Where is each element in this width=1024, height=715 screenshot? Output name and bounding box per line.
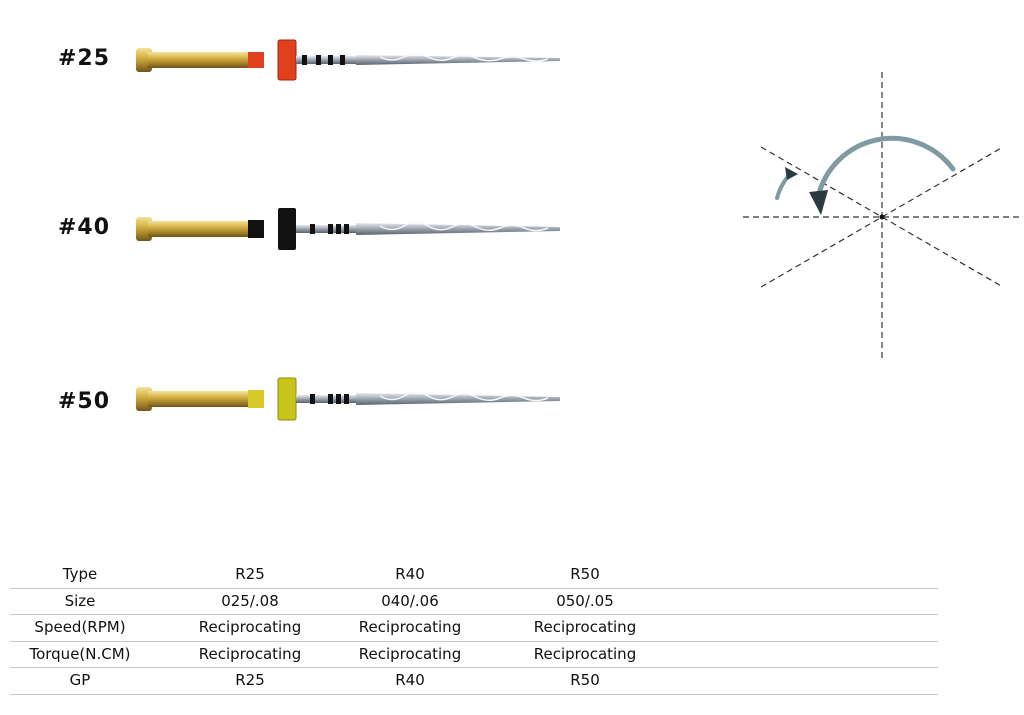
- diagonal-axis-line: [760, 146, 1004, 288]
- counterclockwise-arrowhead: [809, 190, 828, 215]
- row-header-gp: GP: [69, 671, 91, 689]
- table-row: Size 025/.08 040/.06 050/.05: [10, 589, 938, 615]
- table-cell: Reciprocating: [198, 618, 302, 636]
- table-row: GP R25 R40 R50: [10, 668, 938, 695]
- table-cell: 040/.06: [381, 591, 439, 610]
- row-header-torque: Torque(N.CM): [29, 644, 131, 663]
- reciprocating-motion-diagram: [743, 72, 1023, 358]
- table-cell: Reciprocating: [533, 618, 637, 636]
- file-size-label: #25: [58, 46, 111, 71]
- table-cell: R25: [235, 565, 265, 583]
- rotation-center-point: [879, 214, 885, 220]
- table-cell: 050/.05: [556, 591, 614, 610]
- table-row: Speed(RPM) Reciprocating Reciprocating R…: [10, 615, 938, 642]
- table-row: Type R25 R40 R50: [10, 562, 938, 589]
- diagonal-axis-line: [760, 146, 1004, 288]
- counterclockwise-arrow: [815, 135, 956, 200]
- table-cell: Reciprocating: [533, 644, 637, 663]
- table-cell: Reciprocating: [358, 618, 462, 636]
- table-cell: Reciprocating: [358, 644, 462, 663]
- row-header-type: Type: [62, 565, 98, 583]
- table-cell: R25: [235, 671, 265, 689]
- table-cell: R40: [395, 565, 425, 583]
- clockwise-arrowhead: [785, 167, 798, 180]
- table-cell: R50: [570, 565, 600, 583]
- table-cell: R50: [570, 671, 600, 689]
- file-size-label: #50: [58, 389, 111, 414]
- table-cell: Reciprocating: [198, 644, 302, 663]
- spec-table: Type R25 R40 R50 Size 025/.08 040/.06 05…: [10, 562, 938, 695]
- endodontic-file-50: [136, 377, 560, 421]
- row-header-speed: Speed(RPM): [34, 618, 126, 636]
- table-cell: 025/.08: [221, 591, 279, 610]
- table-cell: R40: [395, 671, 425, 689]
- row-header-size: Size: [64, 591, 96, 610]
- endodontic-file-40: [136, 208, 560, 250]
- file-size-label: #40: [58, 215, 111, 240]
- endodontic-file-25: [136, 39, 560, 81]
- table-row: Torque(N.CM) Reciprocating Reciprocating…: [10, 642, 938, 668]
